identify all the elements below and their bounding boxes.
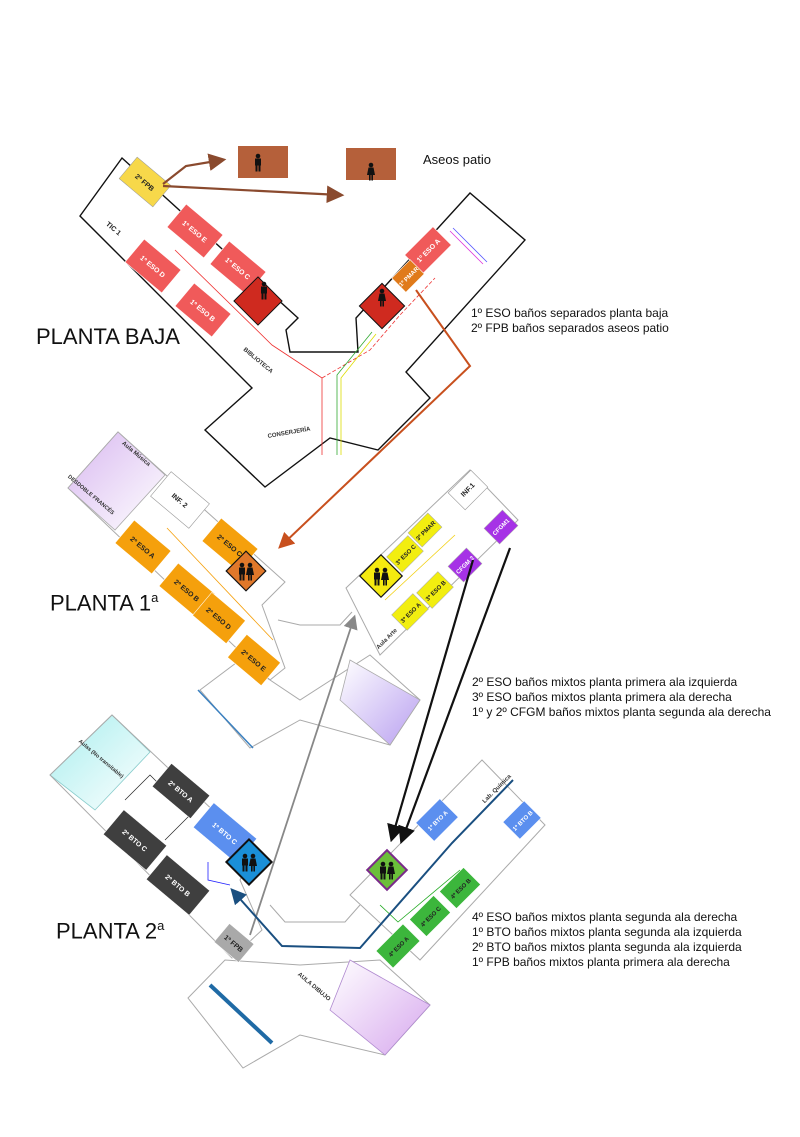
bathroom-mixed-p2-left <box>224 837 274 887</box>
note: 1º BTO baños mixtos planta segunda ala i… <box>472 925 742 939</box>
planta-1-building: Aula Música DESDOBLE FRANCÉS INF. 2 2º E… <box>66 431 519 749</box>
aseos-patio-title: Aseos patio <box>423 152 491 167</box>
room-3-eso-b: 3º ESO B <box>416 571 454 609</box>
note: 2º FPB baños separados aseos patio <box>471 321 669 335</box>
room-2-eso-b: 2º ESO B <box>158 562 216 618</box>
corridor-route-yellow-p1 <box>384 534 456 601</box>
room-2-eso-e: 2º ESO E <box>227 633 281 687</box>
room-1-bto-b: 1º BTO B <box>502 800 542 840</box>
planta-baja-title: PLANTA BAJA <box>36 324 180 349</box>
corridor-route-yellow <box>340 333 377 455</box>
planta-2-title-text: PLANTA 2 <box>56 918 158 944</box>
room-1-eso-e: 1º ESO E <box>166 203 224 259</box>
bathroom-mixed-p1-right <box>358 553 404 599</box>
corridor-outline <box>277 611 353 626</box>
room-3-eso-c: 3º ESO C <box>386 535 424 573</box>
room-inf-2: INF. 2 <box>150 471 210 529</box>
corridor-route-red <box>174 249 323 455</box>
room-2-eso-a: 2º ESO A <box>114 519 172 575</box>
corridor-route-blue <box>452 227 488 263</box>
building-outline <box>79 156 527 488</box>
room-lab-quimica: Lab. Química <box>482 773 513 804</box>
room-2-bto-c: 2º BTO C <box>102 809 168 871</box>
bathroom-mixed-p1-left <box>225 550 267 592</box>
corridor-route-blue-thin <box>207 862 231 886</box>
planta-2-title: PLANTA 2a <box>56 918 164 944</box>
note: 2º BTO baños mixtos planta segunda ala i… <box>472 940 742 954</box>
arrow-fpb1-to-p1 <box>249 614 358 936</box>
arrow-cfgm2-to-p2 <box>387 559 475 843</box>
note: 1º y 2º CFGM baños mixtos planta segunda… <box>472 705 771 719</box>
room-1-eso-d: 1º ESO D <box>124 238 182 294</box>
corridor-route-orange <box>166 527 274 641</box>
note: 3º ESO baños mixtos planta primera ala d… <box>472 690 732 704</box>
bathroom-boys-ground <box>233 276 283 326</box>
room-1-eso-b: 1º ESO B <box>174 282 232 338</box>
lobby-violet <box>329 959 431 1056</box>
bathroom-mixed-p2-right <box>365 848 409 892</box>
note: 4º ESO baños mixtos planta segunda ala d… <box>472 910 738 924</box>
note: 1º ESO baños separados planta baja <box>471 306 669 320</box>
right-wing-outline <box>345 469 519 656</box>
room-2-fpb: 2º FPB <box>118 156 172 208</box>
note: 1º FPB baños mixtos planta primera ala d… <box>472 955 730 969</box>
planta-2-title-sup: a <box>157 918 165 933</box>
planta-1-title: PLANTA 1a <box>50 590 158 616</box>
room-2-bto-a: 2º BTO A <box>151 763 211 819</box>
corridor-outline <box>269 904 361 923</box>
planta-1-notes: 2º ESO baños mixtos planta primera ala i… <box>472 675 771 720</box>
room-3-pmar: 3º PMAR <box>407 512 443 548</box>
aseos-patio-men <box>238 146 288 178</box>
room-4-eso-c: 4º ESO C <box>409 895 451 937</box>
blue-edge <box>197 689 254 749</box>
note: 2º ESO baños mixtos planta primera ala i… <box>472 675 738 689</box>
arrow-pmar-to-planta1 <box>278 289 472 549</box>
planta-1-title-text: PLANTA 1 <box>50 590 152 616</box>
corridor-route-green-p2 <box>379 869 461 923</box>
planta-baja-notes: 1º ESO baños separados planta baja 2º FP… <box>471 306 669 336</box>
room-1-bto-a: 1º BTO A <box>415 798 459 842</box>
svg-text:Lab. Química: Lab. Química <box>482 773 513 804</box>
room-4-eso-a: 4º ESO A <box>375 923 421 969</box>
arrow-bto1-to-bathroom <box>230 779 514 950</box>
room-cfgm-1: CFGM1 <box>483 509 519 545</box>
room-music-area <box>67 431 166 531</box>
lobby-purple <box>339 659 421 746</box>
room-2-bto-b: 2º BTO B <box>145 854 211 916</box>
room-inf-1: INF.1 <box>447 469 489 511</box>
planta-baja-building: BIBLIOTECA CONSERJERÍA 2º FPB TIC 1 1º E… <box>79 156 527 488</box>
arrow-fpb-to-men <box>162 153 227 185</box>
room-cfgm-2: CFGM 2 <box>447 547 483 583</box>
room-4-eso-b: 4º ESO B <box>439 867 481 909</box>
planta-2-notes: 4º ESO baños mixtos planta segunda ala d… <box>472 910 742 970</box>
room-1-fpb: 1º FPB <box>213 923 255 963</box>
room-1-pmar: 1º PMAR <box>391 259 425 293</box>
left-wing-outline <box>49 714 263 959</box>
bathroom-girls-ground <box>358 282 406 330</box>
planta-2-building: Aulas (No transitable) 2º BTO A 2º BTO C… <box>49 714 546 1069</box>
corridor-route-green <box>336 331 373 455</box>
aseos-patio-women <box>346 148 396 181</box>
arrow-fpb-to-women <box>162 184 345 204</box>
planta-1-title-sup: a <box>151 590 159 605</box>
arrow-cfgm1-to-p2 <box>398 547 512 845</box>
room-3-eso-a: 3º ESO A <box>391 593 429 631</box>
room-2-eso-d: 2º ESO D <box>192 591 246 645</box>
corridor-route-magenta <box>449 230 484 265</box>
blue-edge <box>208 983 274 1045</box>
